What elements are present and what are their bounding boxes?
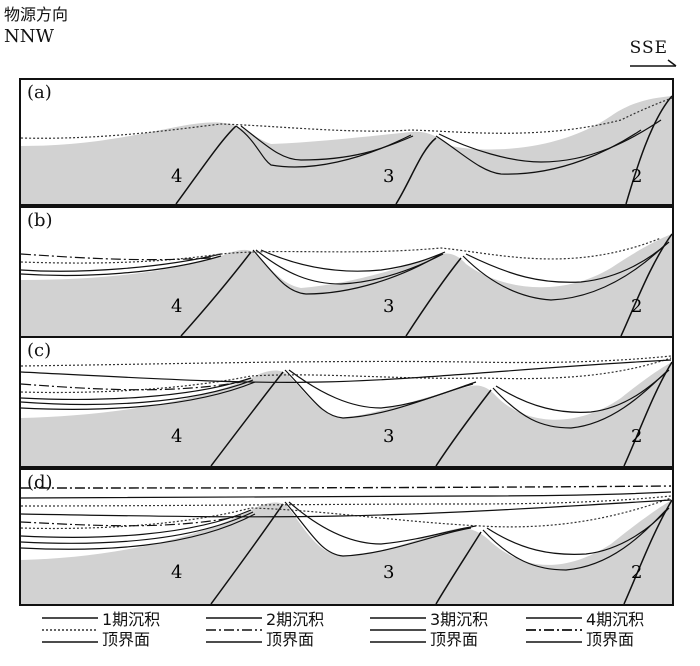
unit-2-label: 2: [631, 166, 642, 187]
legend-line2: 顶界面: [266, 630, 315, 649]
legend-text-phase1: 1期沉积 顶界面: [102, 610, 160, 650]
sse-label: SSE: [629, 38, 668, 58]
panel-b: 4 3 2 (b): [19, 206, 674, 338]
legend-line1: 4期沉积: [586, 610, 645, 629]
panel-label-b: (b): [27, 210, 53, 231]
legend-text-phase4: 4期沉积 顶界面: [586, 610, 644, 650]
panel-a: 4 3 2 (a): [19, 78, 674, 206]
unit-2-label: 2: [631, 296, 642, 317]
unit-2-label: 2: [631, 426, 642, 447]
legend-line1: 1期沉积: [102, 610, 161, 629]
unit-4-label: 4: [171, 426, 182, 447]
legend-text-phase2: 2期沉积 顶界面: [266, 610, 324, 650]
panel-label-c: (c): [27, 340, 52, 361]
panel-label-a: (a): [27, 82, 52, 103]
legend-text-phase3: 3期沉积 顶界面: [430, 610, 488, 650]
cross-section-b: 4 3 2: [21, 233, 672, 336]
cross-section-d: 4 3 2: [21, 485, 672, 604]
panel-c: 4 3 2 (c): [19, 336, 674, 468]
sse-direction: SSE: [629, 38, 677, 67]
unit-4-label: 4: [171, 562, 182, 583]
legend-swatch-dotted: [42, 617, 98, 643]
legend-swatch-solid: [370, 617, 426, 643]
unit-3-label: 3: [383, 296, 394, 317]
legend-swatch-dashdot: [206, 617, 262, 643]
cross-section-a: 4 3 2: [21, 95, 672, 204]
legend: 1期沉积 顶界面 2期沉积 顶界面 3期沉积 顶界面: [0, 610, 700, 662]
legend-line2: 顶界面: [102, 630, 151, 649]
source-direction-label: 物源方向: [4, 5, 69, 24]
panel-label-d: (d): [27, 472, 53, 493]
legend-line1: 2期沉积: [266, 610, 325, 629]
legend-line2: 顶界面: [586, 630, 635, 649]
cross-section-c: 4 3 2: [21, 355, 672, 466]
arrow-right-icon: [629, 59, 677, 67]
unit-4-label: 4: [171, 166, 182, 187]
legend-swatch-dashdot-bold: [526, 617, 582, 643]
nnw-label: NNW: [4, 26, 55, 47]
panel-d: 4 3 2 (d): [19, 468, 674, 606]
unit-3-label: 3: [383, 426, 394, 447]
unit-4-label: 4: [171, 296, 182, 317]
unit-3-label: 3: [383, 562, 394, 583]
unit-3-label: 3: [383, 166, 394, 187]
header-title: 物源方向 NNW: [4, 4, 68, 48]
legend-line2: 顶界面: [430, 630, 479, 649]
unit-2-label: 2: [631, 562, 642, 583]
legend-line1: 3期沉积: [430, 610, 489, 629]
